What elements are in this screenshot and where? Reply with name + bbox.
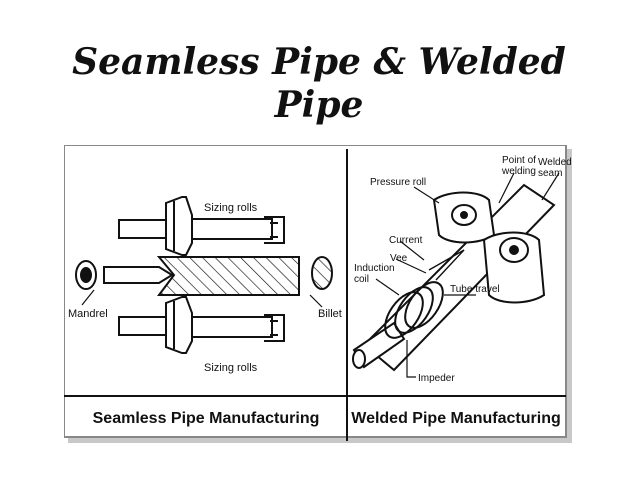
label-sizing-rolls-top: Sizing rolls (204, 202, 258, 214)
label-point-of-welding-1: Point of (502, 155, 536, 166)
label-welded-seam-1: Welded (538, 157, 572, 168)
pipe-manufacturing-figure: Sizing rolls Sizing rolls Mandrel Billet… (64, 145, 572, 443)
bottom-roll-shaft-right (191, 316, 273, 338)
label-point-of-welding-2: welding (501, 166, 536, 177)
bottom-sizing-roll (165, 296, 193, 354)
label-tube-travel: Tube travel (450, 284, 500, 295)
vee (428, 249, 465, 281)
label-billet: Billet (318, 308, 342, 320)
pressure-roll-lower (482, 231, 546, 304)
label-sizing-rolls-bottom: Sizing rolls (204, 362, 258, 374)
seamless-diagram (75, 196, 333, 354)
caption-welded: Welded Pipe Manufacturing (351, 410, 561, 427)
pressure-roll-upper (432, 191, 496, 244)
label-induction-coil-2: coil (354, 274, 369, 285)
label-impeder: Impeder (418, 373, 455, 384)
label-current: Current (389, 235, 423, 246)
figure-frame (64, 145, 567, 438)
label-mandrel: Mandrel (68, 308, 108, 320)
slide-title-line-1: Seamless Pipe & Welded (72, 41, 566, 83)
top-sizing-roll (165, 196, 193, 256)
top-roll-shaft-right (191, 218, 273, 240)
label-induction-coil-1: Induction (354, 263, 395, 274)
welded-diagram (352, 172, 560, 378)
mandrel-end-view (75, 260, 97, 290)
caption-seamless: Seamless Pipe Manufacturing (93, 410, 320, 427)
mandrel-rod (103, 266, 174, 284)
label-welded-seam-2: seam (538, 168, 562, 179)
label-vee: Vee (390, 253, 408, 264)
billet-end-view (311, 256, 333, 290)
induction-coil (384, 281, 444, 339)
label-pressure-roll: Pressure roll (370, 177, 426, 188)
billet (156, 256, 300, 296)
slide-title-line-2: Pipe (274, 84, 364, 126)
